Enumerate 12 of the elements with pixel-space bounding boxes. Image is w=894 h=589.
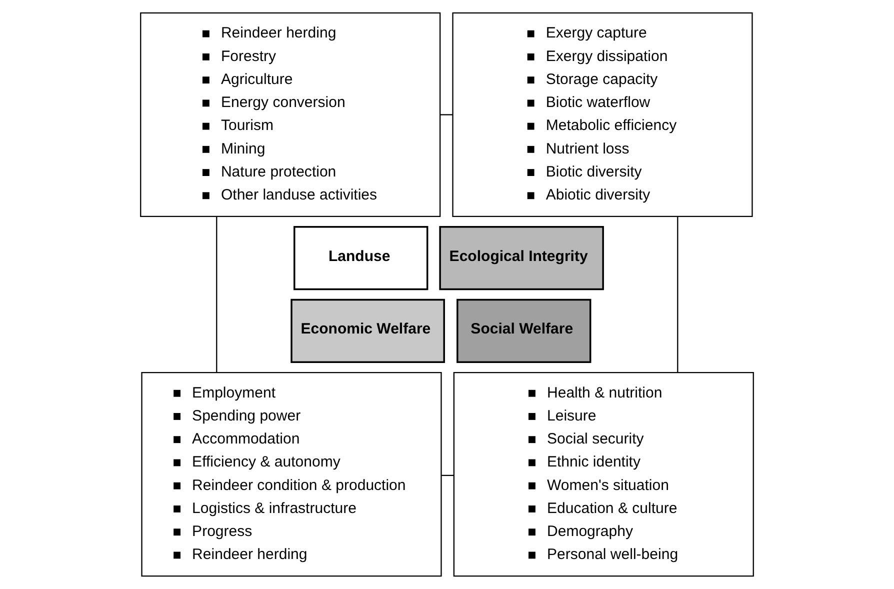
connector [440, 114, 453, 116]
connector [442, 474, 454, 476]
node-box: Health & nutrition Leisure Social security Ethnic identity Women's situation Education & culture Demography Personal well-being [453, 372, 754, 577]
node-box: Reindeer herding Forestry Agriculture Energy conversion Tourism Mining Nature protection Other landuse activities [140, 12, 441, 218]
node-box: Economic Welfare [290, 298, 445, 363]
node-box: Ecological Integrity [439, 226, 604, 290]
node-box: Exergy capture Exergy dissipation Storage capacity Biotic waterflow Metabolic efficiency Nutrient loss Biotic diversity Abiotic diversity [452, 12, 753, 218]
connector [216, 216, 218, 372]
node-box: Social Welfare [456, 298, 592, 363]
connector [677, 216, 678, 372]
node-box: Employment Spending power Accommodation Efficiency & autonomy Reindeer condition & production Logistics & infrastructure Progress Reindeer herding [141, 372, 442, 577]
node-box: Landuse [294, 226, 428, 290]
